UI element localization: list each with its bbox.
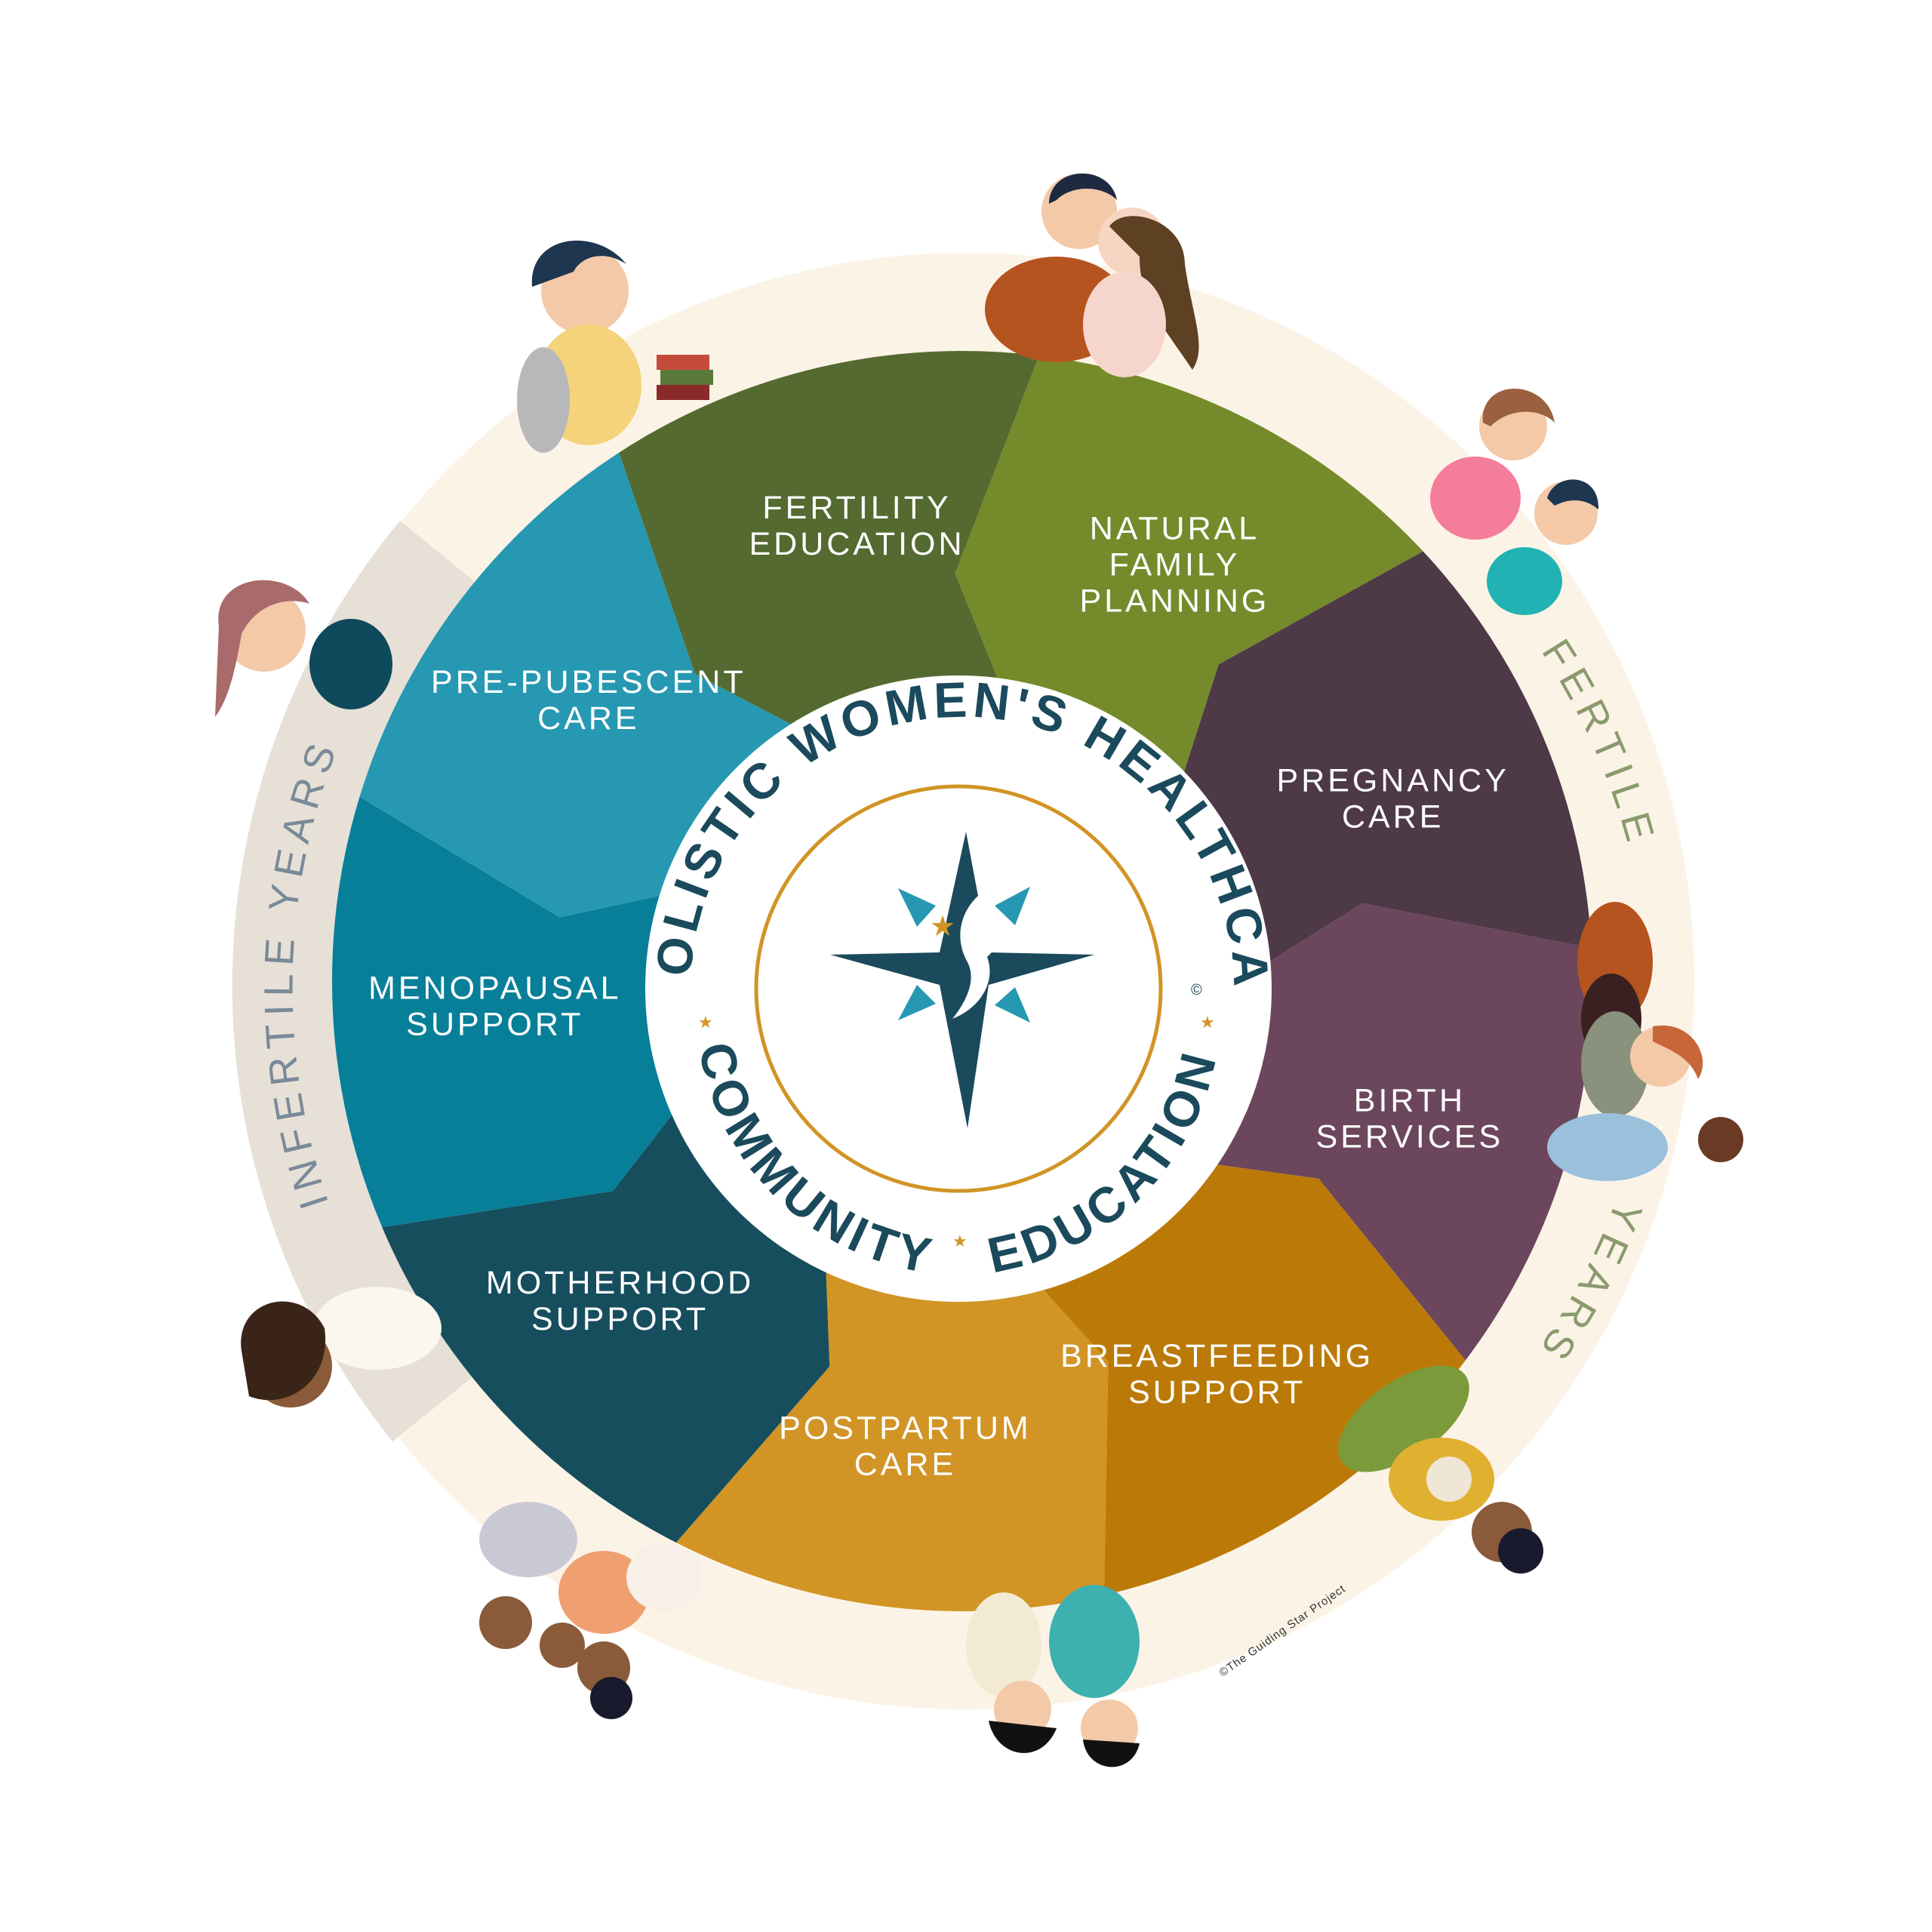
gold-star-right: ★	[1200, 1013, 1215, 1032]
illustrated-people	[215, 173, 1743, 1767]
segment-natural-family-planning	[955, 355, 1423, 776]
segment-pre-pubescent-care	[359, 452, 798, 918]
segment-label-line: BREASTFEEDING	[1060, 1338, 1374, 1374]
pregnant-woman-doctor-illustration	[1430, 389, 1599, 615]
student-woman-illustration	[517, 240, 713, 453]
segment-fertility-education	[619, 351, 1039, 728]
center-gold-ring	[754, 784, 1163, 1193]
segment-label-line: SUPPORT	[406, 1006, 583, 1042]
segment-pregnancy-care	[1183, 551, 1592, 966]
segment-label-line: MENOPAUSAL	[368, 970, 622, 1006]
segment-label-line: PLANNING	[1080, 583, 1270, 620]
segment-menopausal-support	[331, 796, 685, 1228]
segment-label-line: SERVICES	[1316, 1118, 1504, 1155]
segment-label-line: POSTPARTUM	[779, 1410, 1032, 1446]
segment-label-line: NATURAL	[1090, 511, 1260, 547]
segment-postpartum-care	[675, 1250, 1109, 1611]
young-girl-illustration	[215, 580, 392, 717]
breastfeeding-mother-illustration	[1338, 1365, 1543, 1574]
segment-birth-services	[1203, 903, 1592, 1361]
postpartum-family-illustration	[966, 1585, 1140, 1767]
segment-label-line: FERTILITY	[762, 490, 951, 526]
segment-label-line: BIRTH	[1354, 1082, 1466, 1118]
segment-label-line: CARE	[1342, 799, 1444, 835]
gold-star-left: ★	[698, 1013, 713, 1032]
segment-label-line: PRE-PUBESCENT	[431, 664, 746, 700]
mother-children-illustration	[479, 1502, 702, 1719]
gold-star-bottom: ★	[952, 1232, 968, 1251]
segment-label-line: CARE	[537, 700, 639, 737]
menopausal-woman-illustration	[241, 1287, 441, 1407]
segment-label-line: CARE	[854, 1446, 956, 1482]
svg-text:★: ★	[930, 911, 955, 943]
birth-support-illustration	[1547, 902, 1743, 1181]
north-star-woman-profile-icon: ★	[830, 832, 1094, 1128]
copyright-mark: ©	[1191, 982, 1202, 998]
segment-label-line: PREGNANCY	[1277, 763, 1509, 799]
segment-label-line: SUPPORT	[1128, 1374, 1306, 1411]
segment-label-line: MOTHERHOOD	[486, 1265, 754, 1301]
segment-breastfeeding-support	[1029, 1162, 1466, 1595]
segment-label-line: SUPPORT	[531, 1301, 709, 1337]
couple-illustration	[985, 173, 1199, 377]
segment-label-line: EDUCATION	[749, 526, 965, 562]
segment-motherhood-support	[382, 1099, 830, 1543]
segment-label-line: FAMILY	[1109, 547, 1241, 583]
